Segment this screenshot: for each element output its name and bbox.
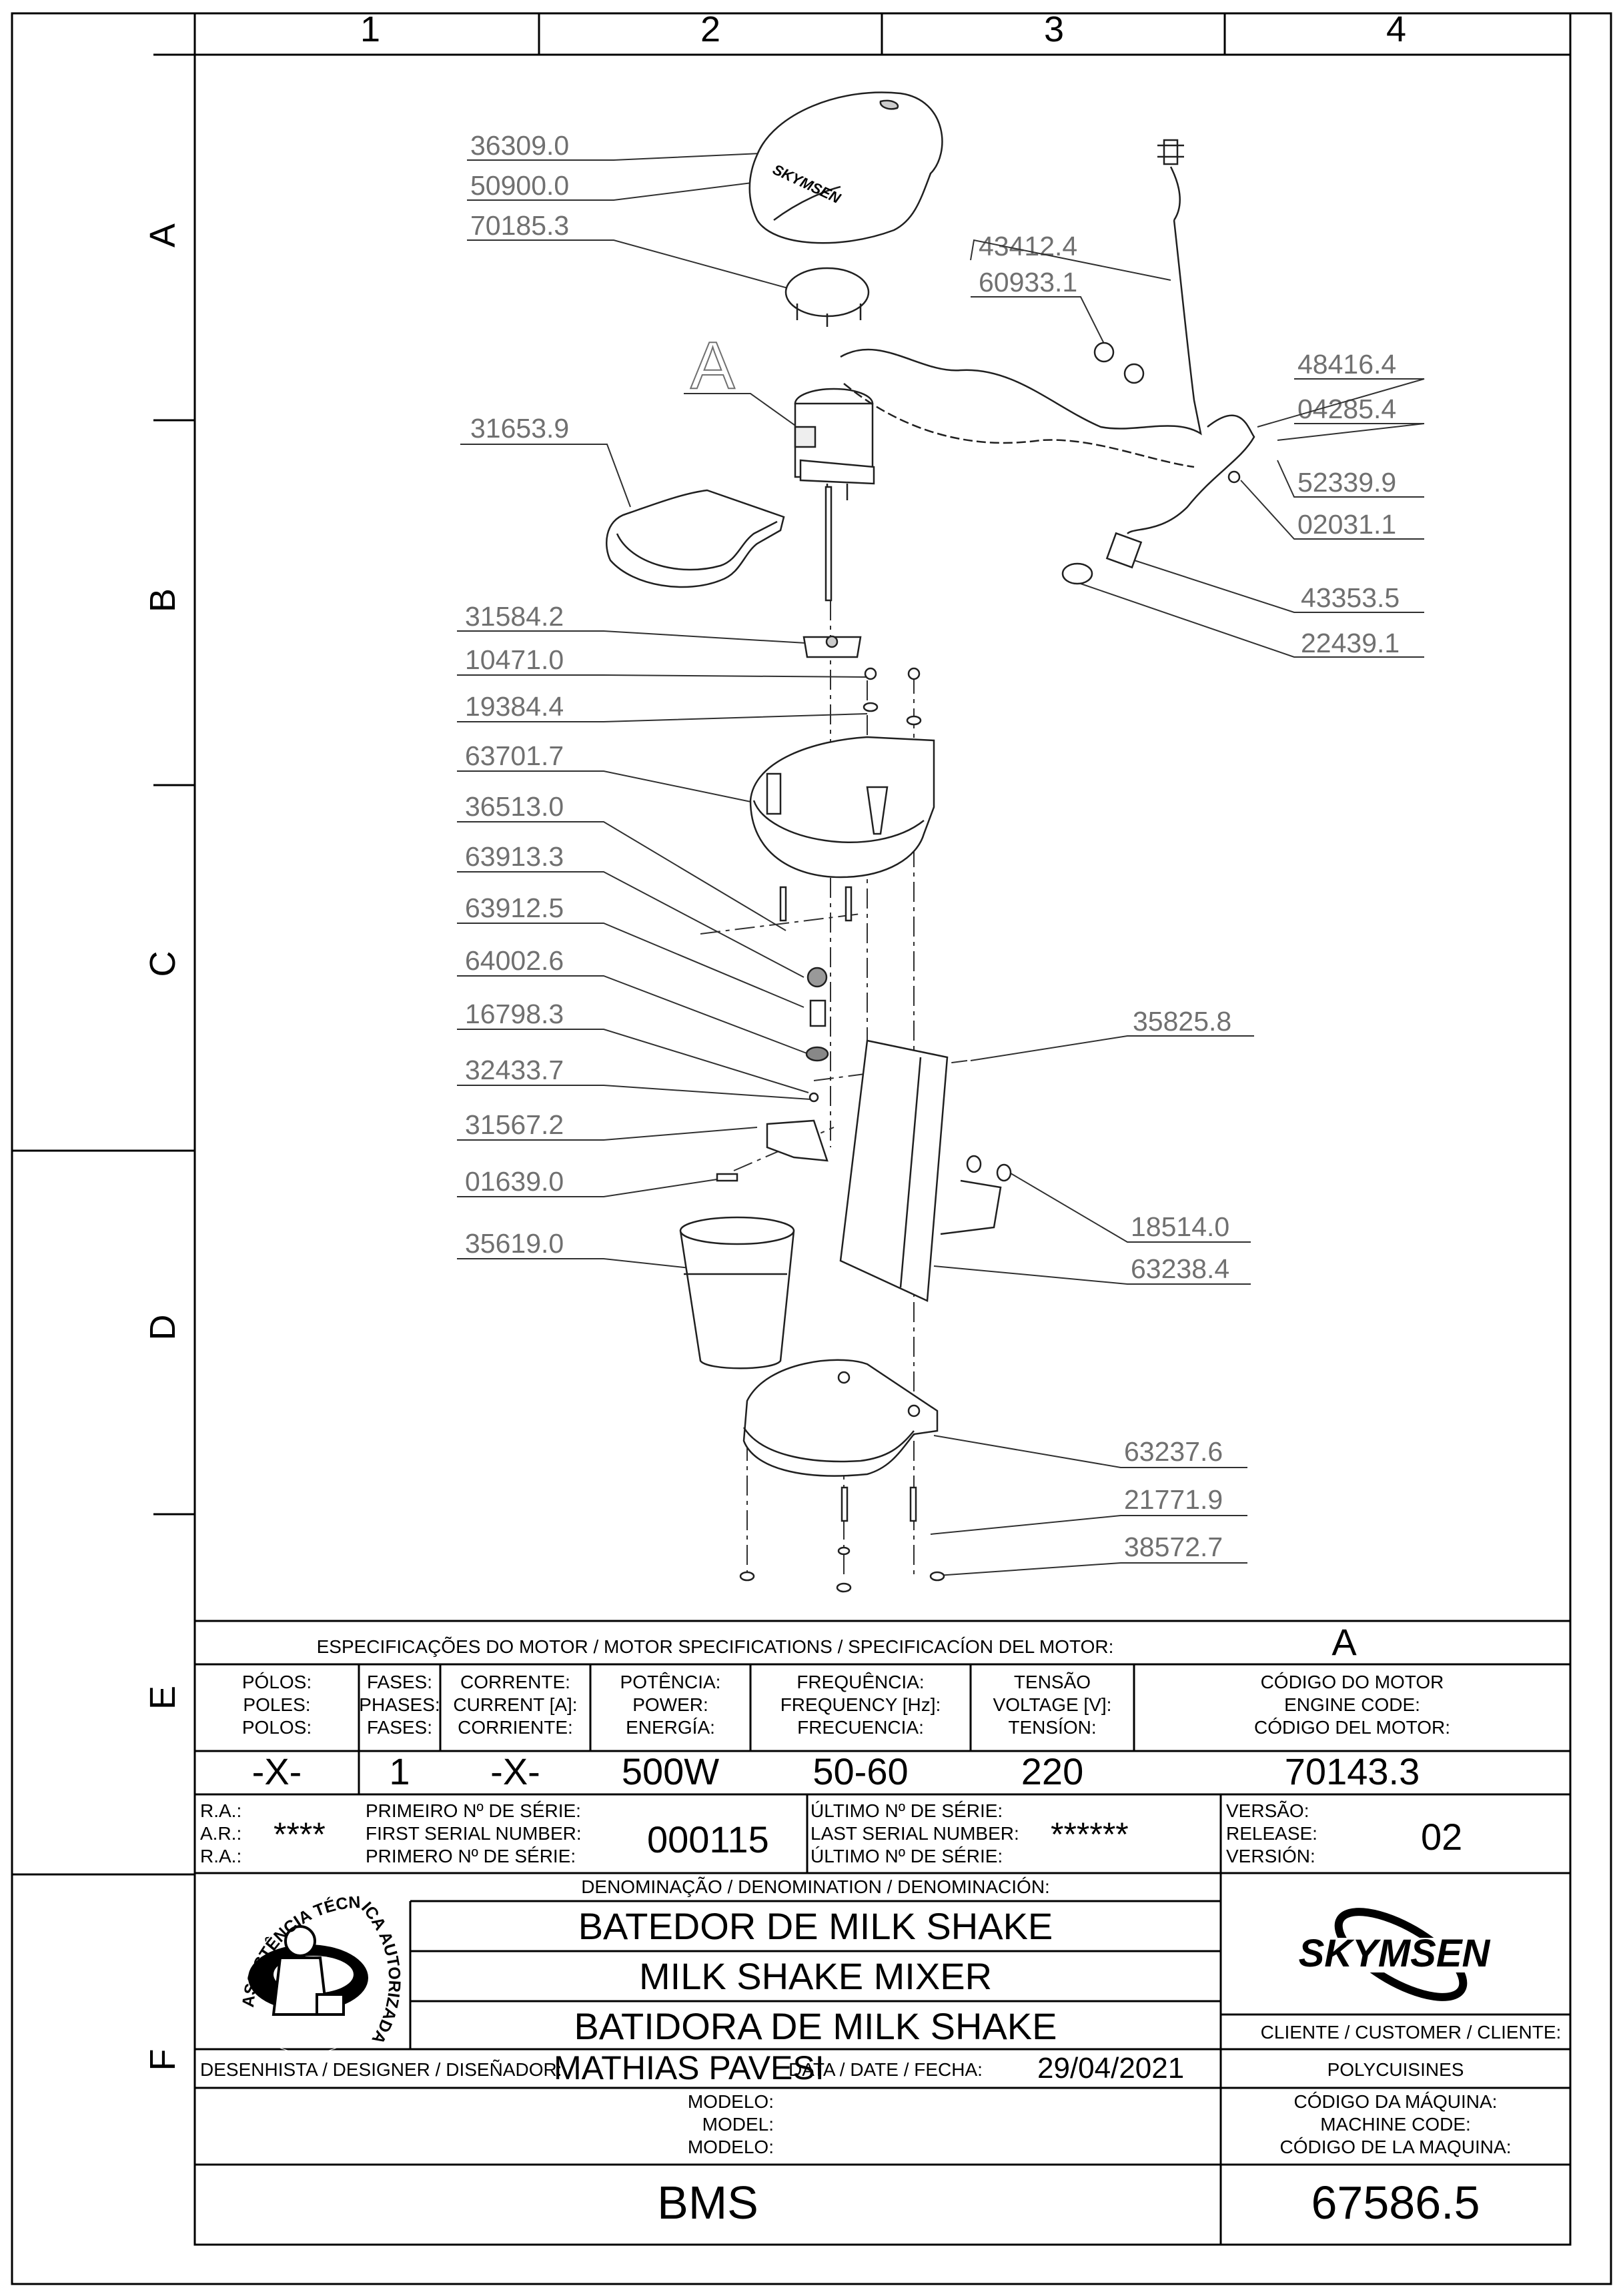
power-cable <box>840 219 1202 436</box>
part-label: 52339.9 <box>1297 467 1396 498</box>
header-phases: FASES:PHASES:FASES: <box>359 1672 440 1738</box>
header-frequency: FREQUÊNCIA:FREQUENCY [Hz]:FRECUENCIA: <box>780 1672 941 1738</box>
part-label: 50900.0 <box>470 170 569 201</box>
motor-callout-label: A <box>690 328 735 403</box>
mixing-bowl <box>749 736 935 879</box>
part-label: 63701.7 <box>465 740 564 771</box>
first-serial-value: 000115 <box>647 1818 769 1860</box>
value-voltage: 220 <box>1021 1750 1084 1792</box>
value-phases: 1 <box>389 1750 410 1792</box>
part-label: 18514.0 <box>1131 1211 1229 1242</box>
title-block-lines <box>195 1620 1570 2245</box>
spindle <box>825 486 833 602</box>
agitator-disc <box>806 967 828 988</box>
denomination-label: DENOMINAÇÃO / DENOMINATION / DENOMINACIÓ… <box>581 1876 1050 1897</box>
part-label: 16798.3 <box>465 999 564 1029</box>
last-serial-labels: ÚLTIMO Nº DE SÉRIE:LAST SERIAL NUMBER:ÚL… <box>810 1800 1019 1866</box>
model-value: BMS <box>657 2177 758 2229</box>
part-label: 36513.0 <box>465 791 564 822</box>
base-plate <box>742 1359 939 1477</box>
grid-column-1: 1 <box>360 9 380 49</box>
part-label: 63912.5 <box>465 893 564 923</box>
part-label: 48416.4 <box>1297 349 1396 380</box>
client-value: POLYCUISINES <box>1327 2059 1464 2080</box>
part-label: 38572.7 <box>1124 1532 1223 1562</box>
designer-value: MATHIAS PAVESI <box>554 2049 825 2087</box>
denomination-en: MILK SHAKE MIXER <box>638 1955 993 1997</box>
version-value: 02 <box>1421 1816 1463 1858</box>
brand-name: SKYMSEN <box>1299 1932 1491 1975</box>
switch-bracket <box>766 1119 829 1162</box>
motor-spec-title: ESPECIFICAÇÕES DO MOTOR / MOTOR SPECIFIC… <box>316 1636 1114 1657</box>
column-body <box>839 1039 949 1302</box>
date-label: DATA / DATE / FECHA: <box>788 2059 983 2080</box>
part-label: 31584.2 <box>465 601 564 632</box>
part-label: 19384.4 <box>465 691 564 722</box>
part-label: 63238.4 <box>1131 1253 1229 1284</box>
denomination-es: BATIDORA DE MILK SHAKE <box>574 2005 1057 2047</box>
part-label: 70185.3 <box>470 210 569 241</box>
part-label: 64002.6 <box>465 945 564 976</box>
part-label: 31567.2 <box>465 1109 564 1140</box>
grid-column-2: 2 <box>700 9 720 49</box>
grid-row-a: A <box>143 223 183 247</box>
grid-column-3: 3 <box>1044 9 1064 49</box>
grid-row-f: F <box>143 2049 183 2071</box>
small-lid <box>784 267 870 318</box>
version-labels: VERSÃO:RELEASE:VERSIÓN: <box>1226 1800 1317 1866</box>
first-serial-labels: PRIMEIRO Nº DE SÉRIE:FIRST SERIAL NUMBER… <box>366 1800 582 1866</box>
denomination-pt: BATEDOR DE MILK SHAKE <box>578 1905 1053 1947</box>
part-label: 02031.1 <box>1297 509 1396 540</box>
header-poles: PÓLOS:POLES:POLOS: <box>241 1672 312 1738</box>
value-current: -X- <box>490 1750 540 1792</box>
ra-value: **** <box>274 1816 326 1853</box>
ring-guard <box>606 489 785 588</box>
part-label: 60933.1 <box>979 267 1077 298</box>
ra-labels: R.A.:A.R.:R.A.: <box>200 1800 242 1866</box>
motor-ref-letter: A <box>1331 1621 1357 1663</box>
part-label: 22439.1 <box>1301 628 1400 658</box>
grid-row-c: C <box>143 951 183 977</box>
part-label: 10471.0 <box>465 644 564 675</box>
designer-label: DESENHISTA / DESIGNER / DISEÑADOR: <box>200 2059 562 2080</box>
authorized-technical-assistance-seal: ASSISTÊNCIA TÉCNICA AUTORIZADA <box>229 1893 404 2054</box>
model-labels: MODELO:MODEL:MODELO: <box>687 2091 774 2157</box>
part-label: 31653.9 <box>470 413 569 444</box>
value-poles: -X- <box>251 1750 302 1792</box>
drawing-frame <box>11 12 1612 2285</box>
machine-code-labels: CÓDIGO DA MÁQUINA:MACHINE CODE:CÓDIGO DE… <box>1279 2091 1512 2157</box>
machine-code-value: 67586.5 <box>1311 2177 1480 2229</box>
grid-row-d: D <box>143 1315 183 1341</box>
value-frequency: 50-60 <box>813 1750 909 1792</box>
part-label: 43353.5 <box>1301 582 1400 613</box>
part-label: 04285.4 <box>1297 394 1396 424</box>
client-label: CLIENTE / CUSTOMER / CLIENTE: <box>1260 2022 1562 2043</box>
part-label: 36309.0 <box>470 130 569 161</box>
header-current: CORRENTE:CURRENT [A]:CORRIENTE: <box>453 1672 578 1738</box>
part-label: 01639.0 <box>465 1166 564 1197</box>
last-serial-value: ****** <box>1051 1816 1129 1853</box>
part-label: 21771.9 <box>1124 1484 1223 1515</box>
parts: SKYMSEN <box>606 91 1255 1593</box>
date-value: 29/04/2021 <box>1037 2052 1185 2085</box>
header-power: POTÊNCIA:POWER:ENERGÍA: <box>620 1672 721 1738</box>
grid-row-b: B <box>143 588 183 612</box>
part-label: 35619.0 <box>465 1228 564 1259</box>
grid-row-e: E <box>143 1686 183 1710</box>
skymsen-logo: SKYMSEN <box>1271 1908 1524 2001</box>
value-power: 500W <box>621 1750 720 1792</box>
part-label: 63913.3 <box>465 841 564 872</box>
part-label: 43412.4 <box>979 231 1077 261</box>
part-label: 32433.7 <box>465 1055 564 1085</box>
part-label: 63237.6 <box>1124 1436 1223 1467</box>
part-label: 35825.8 <box>1133 1006 1231 1037</box>
grid-column-4: 4 <box>1386 9 1406 49</box>
leader-lines <box>457 153 1425 1576</box>
value-engine-code: 70143.3 <box>1284 1750 1420 1792</box>
